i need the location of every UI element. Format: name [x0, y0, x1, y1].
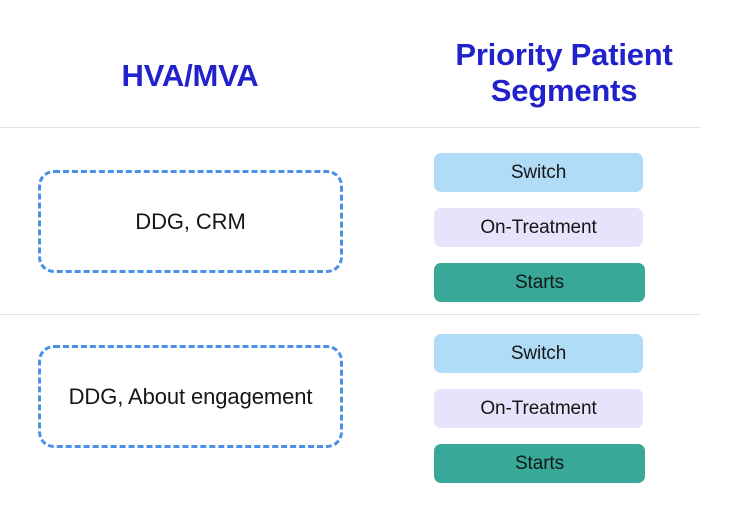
segment-pill-on-treatment[interactable]: On-Treatment [434, 208, 643, 247]
page-title-hva-mva: HVA/MVA [121, 58, 259, 93]
segment-pill-starts[interactable]: Starts [434, 444, 645, 483]
table-row: DDG, CRM Switch On-Treatment Starts [0, 128, 748, 314]
header-cell-priority-patient-segments: Priority Patient Segments [380, 0, 748, 127]
header-divider [0, 127, 701, 128]
header-line-1: Priority Patient [455, 37, 673, 72]
page-title-priority-patient-segments: Priority Patient Segments [380, 37, 748, 110]
segment-pill-stack: Switch On-Treatment Starts [434, 153, 645, 302]
segments-cell: Switch On-Treatment Starts [380, 315, 748, 514]
capability-cell: DDG, CRM [0, 128, 380, 314]
table-header: HVA/MVA Priority Patient Segments [0, 0, 748, 127]
segment-pill-on-treatment[interactable]: On-Treatment [434, 389, 643, 428]
header-cell-hva-mva: HVA/MVA [0, 0, 380, 127]
segment-pill-starts[interactable]: Starts [434, 263, 645, 302]
segment-pill-stack: Switch On-Treatment Starts [434, 334, 645, 483]
table-row: DDG, About engagement Switch On-Treatmen… [0, 315, 748, 514]
capability-cell: DDG, About engagement [0, 315, 380, 514]
capability-label: DDG, About engagement [68, 383, 313, 409]
segments-cell: Switch On-Treatment Starts [380, 128, 748, 314]
row-divider [0, 314, 701, 315]
header-line-2: Segments [490, 73, 638, 109]
capability-box[interactable]: DDG, CRM [38, 170, 343, 273]
segment-pill-switch[interactable]: Switch [434, 334, 643, 373]
segment-pill-switch[interactable]: Switch [434, 153, 643, 192]
capability-box[interactable]: DDG, About engagement [38, 345, 343, 448]
capability-label: DDG, CRM [135, 208, 246, 234]
